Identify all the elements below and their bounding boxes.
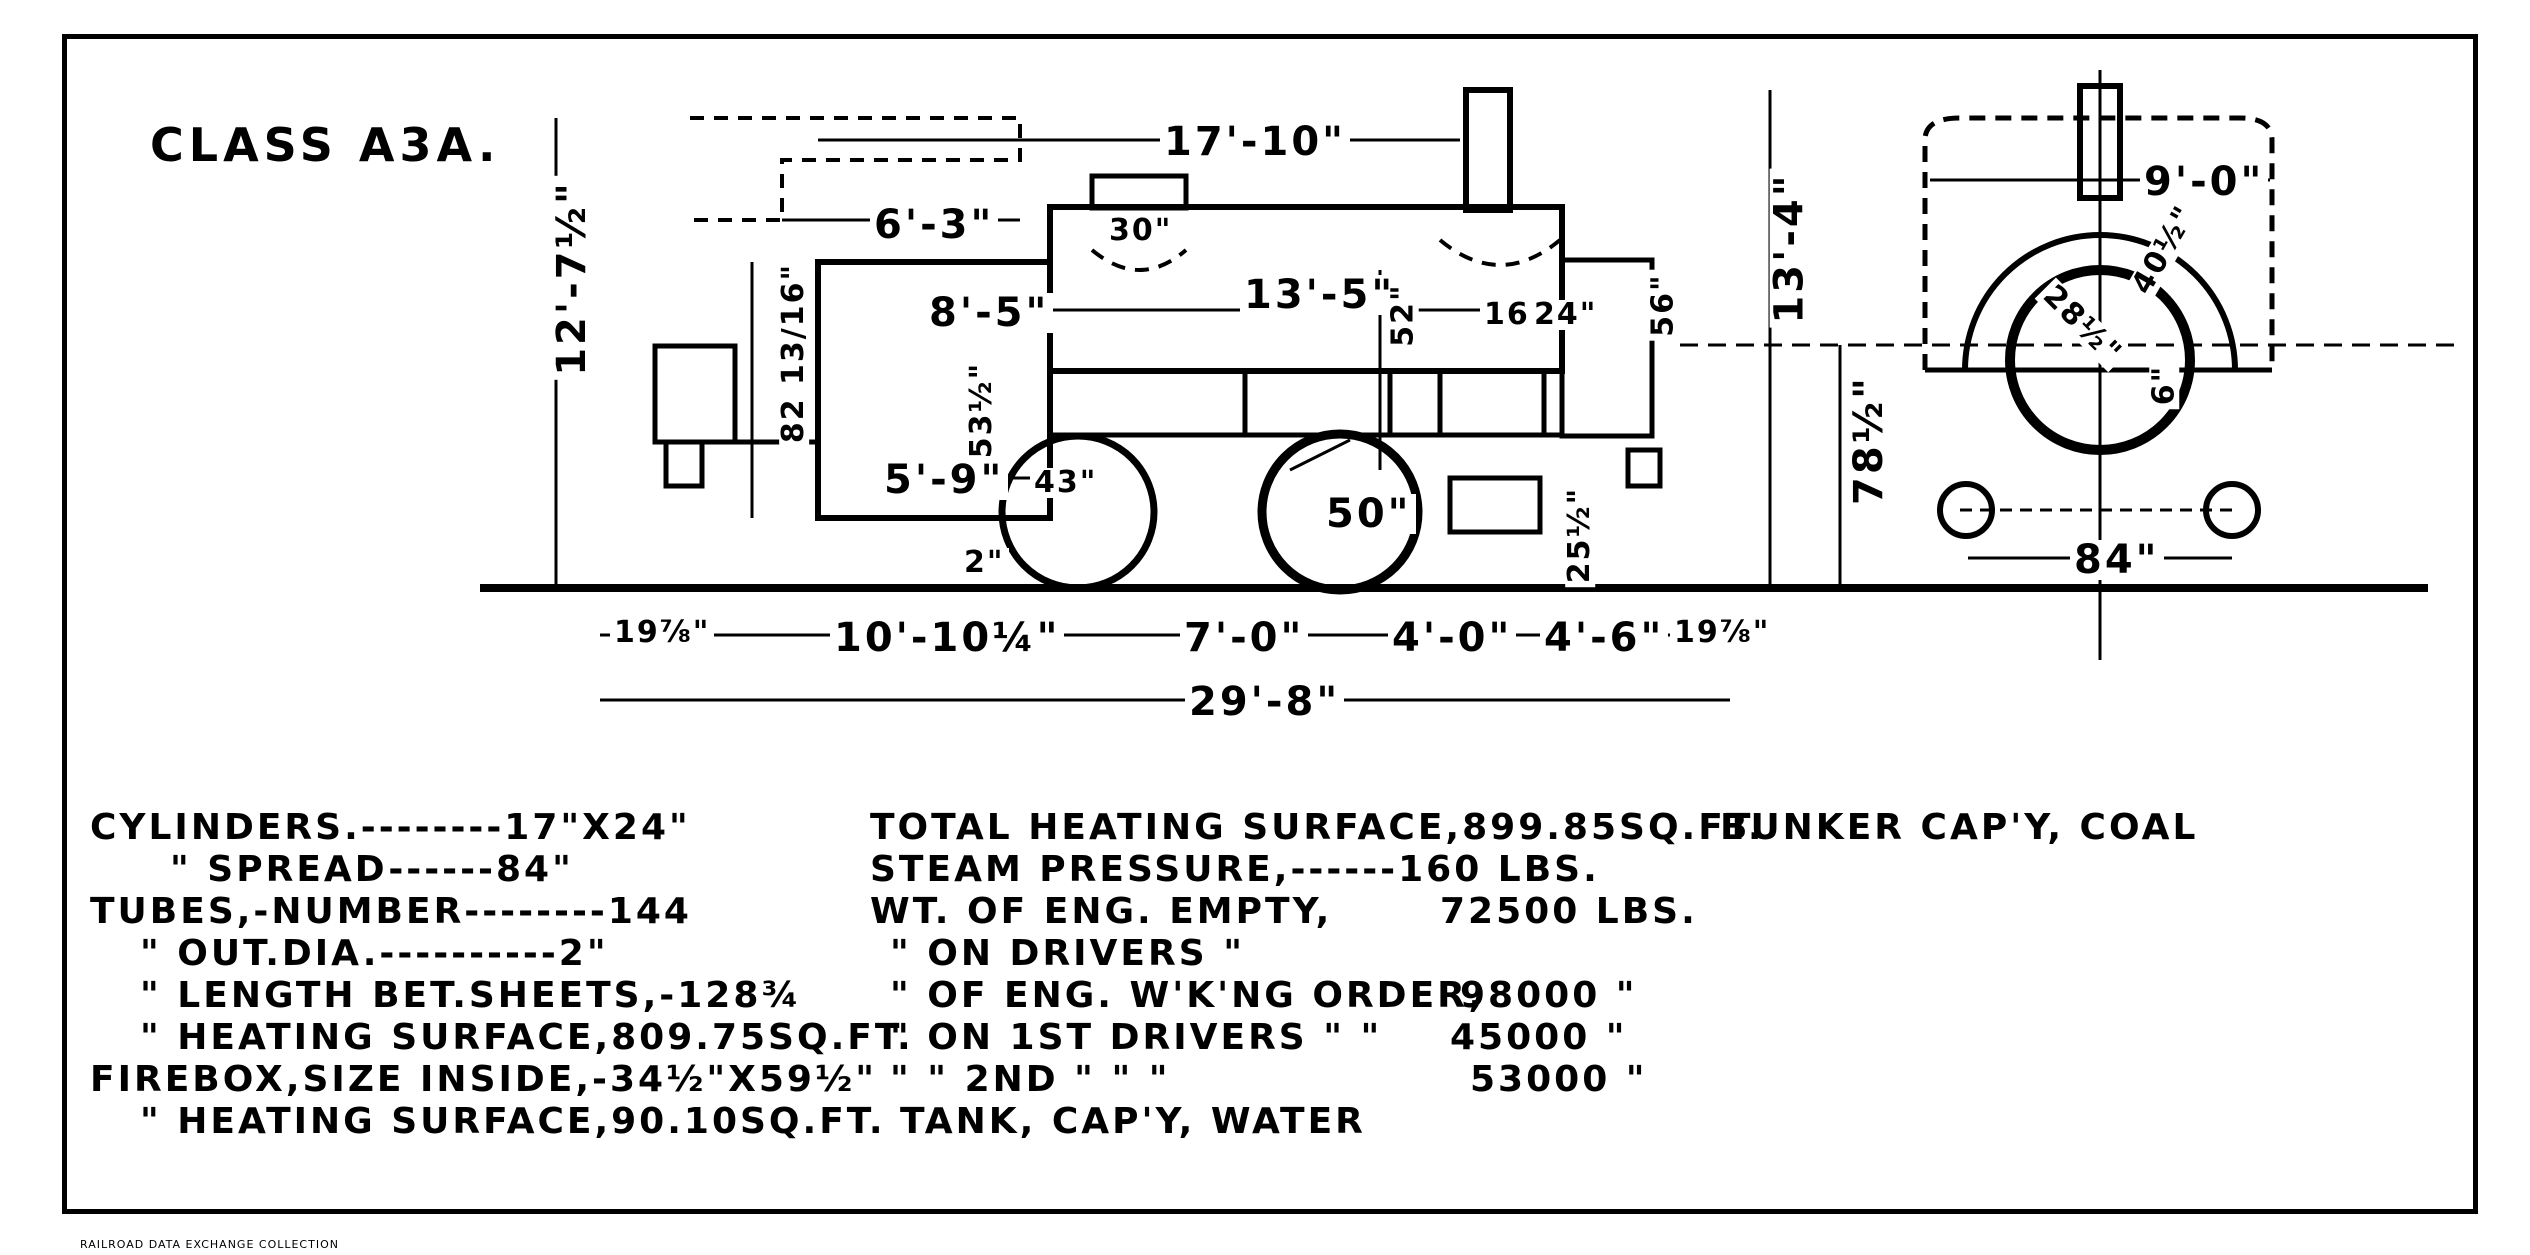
spec-wt-empty: WT. OF ENG. EMPTY, — [870, 891, 1333, 932]
spec-steam-pressure: STEAM PRESSURE,------160 LBS. — [870, 849, 1600, 890]
spec-firebox-heating-surface: " HEATING SURFACE,90.10SQ.FT. — [140, 1101, 886, 1142]
spec-firebox-size: FIREBOX,SIZE INSIDE,-34½"X59½" — [90, 1059, 877, 1100]
smokebox-block — [1242, 368, 1393, 438]
dim-total-length: 29'-8" — [1185, 682, 1345, 722]
spec-tubes-number: TUBES,-NUMBER--------144 — [90, 891, 692, 932]
spec-bunker-capacity: BUNKER CAP'Y, COAL — [1720, 807, 2199, 848]
dim-tank-length: 17'-10" — [1160, 122, 1351, 162]
cab-front — [652, 343, 738, 445]
spec-on-2nd-drivers: " " 2ND " " " — [890, 1059, 1171, 1100]
spec-out-dia: " OUT.DIA.----------2" — [140, 933, 609, 974]
dim-axle-height: 2" — [960, 548, 1009, 578]
drawing-frame — [62, 34, 2478, 1214]
collection-credit: RAILROAD DATA EXCHANGE COLLECTION — [80, 1238, 339, 1251]
dim-smokebox: 24" — [1530, 300, 1602, 330]
dim-dome-width: 30" — [1105, 216, 1177, 246]
class-title: CLASS A3A. — [150, 118, 501, 172]
dim-width-over-cab: 9'-0" — [2140, 162, 2269, 202]
dim-bunker-length: 6'-3" — [870, 205, 999, 245]
spec-working-order: " OF ENG. W'K'NG ORDER, — [890, 975, 1486, 1016]
dim-bunker-height: 82 13/16" — [776, 258, 811, 448]
spec-length-bet-sheets: " LENGTH BET.SHEETS,-128¾ — [140, 975, 802, 1016]
stack — [1463, 87, 1513, 213]
dim-height-center: 78½" — [1846, 371, 1892, 509]
dim-buffer-to-wheel: 5'-9" — [880, 460, 1009, 500]
cylinder — [1447, 475, 1543, 535]
dim-tank-height: 56" — [1646, 269, 1681, 341]
dim-gauge: 84" — [2070, 540, 2164, 580]
dim-stack-height: 13'-4" — [1767, 168, 1813, 328]
spec-on-1st-drivers-value: 45000 " — [1450, 1017, 1628, 1058]
front-buffer — [1625, 447, 1663, 489]
dome — [1089, 173, 1189, 211]
dim-cab-length: 8'-5" — [925, 293, 1054, 333]
dim-rear-wheelbase: 10'-10¼" — [830, 618, 1065, 658]
dim-footplate-height: 53½" — [964, 357, 999, 463]
dim-front-wheelbase: 4'-0" — [1388, 618, 1517, 658]
spec-on-2nd-drivers-value: 53000 " — [1470, 1059, 1648, 1100]
rear-wheel — [998, 432, 1158, 592]
dim-boiler-center: 52" — [1386, 279, 1421, 351]
tank — [1559, 257, 1655, 439]
dim-cylinder-center: 25½" — [1562, 482, 1597, 588]
dim-rear-overhang: 19⅞" — [610, 618, 715, 648]
spec-working-order-value: 98000 " — [1460, 975, 1638, 1016]
front-block — [1437, 368, 1547, 438]
dim-front-to-buffer: 4'-6" — [1540, 618, 1669, 658]
spec-heating-surface-tubes: " HEATING SURFACE,809.75SQ.FT. — [140, 1017, 914, 1058]
bunker — [815, 259, 1053, 521]
spec-total-heating-surface: TOTAL HEATING SURFACE,899.85SQ.FT. — [870, 807, 1765, 848]
spec-wt-empty-value: 72500 LBS. — [1440, 891, 1698, 932]
dim-small-wheel: 43" — [1030, 468, 1102, 498]
dim-overall-height: 12'-7½" — [549, 176, 595, 380]
dim-boiler-length: 13'-5" — [1240, 275, 1400, 315]
dim-driver-dia: 50" — [1322, 494, 1416, 534]
driver-wheel — [1257, 429, 1423, 595]
buffer-rear — [663, 439, 705, 489]
dim-driver-wheelbase: 7'-0" — [1180, 618, 1309, 658]
dim-front-overhang: 19⅞" — [1670, 618, 1775, 648]
spec-spread: " SPREAD------84" — [170, 849, 574, 890]
spec-on-1st-drivers: " ON 1ST DRIVERS " " — [890, 1017, 1383, 1058]
spec-on-drivers: " ON DRIVERS " — [890, 933, 1245, 974]
dim-offset: 6" — [2146, 360, 2181, 410]
spec-cylinders: CYLINDERS.--------17"X24" — [90, 807, 691, 848]
spec-tank-capacity: TANK, CAP'Y, WATER — [900, 1101, 1366, 1142]
